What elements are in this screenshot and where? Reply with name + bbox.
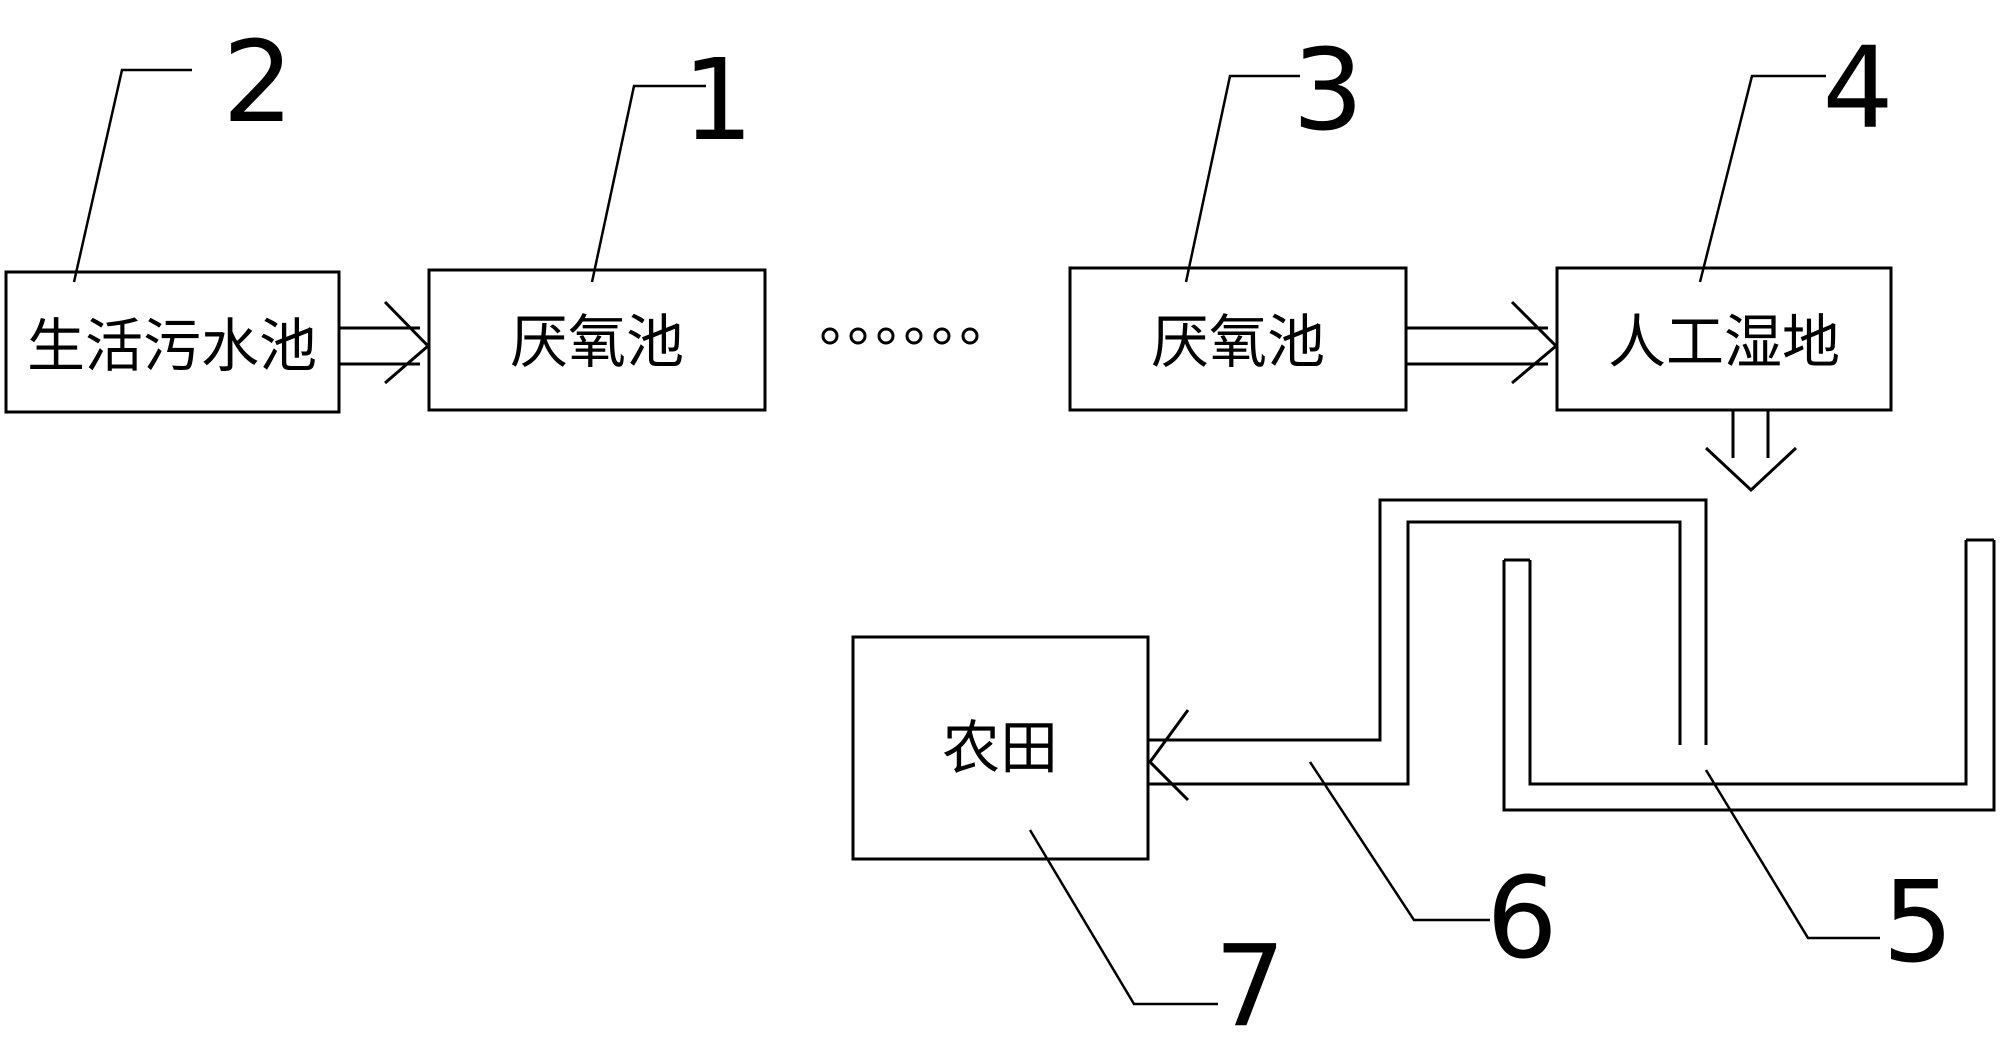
domestic-sewage-tank-label: 生活污水池 bbox=[27, 312, 317, 380]
storage-tank bbox=[1502, 538, 1996, 812]
callout-number-6: 6 bbox=[1486, 854, 1557, 984]
callout-number-2: 2 bbox=[222, 18, 293, 148]
anaerobic-tank-2-label: 厌氧池 bbox=[1151, 308, 1325, 376]
farmland-box: 农田 bbox=[851, 635, 1150, 861]
anaerobic-tank-1-box: 厌氧池 bbox=[427, 268, 767, 412]
callout-number-3: 3 bbox=[1292, 26, 1363, 156]
flow-arrow-anaerobic-to-wetland bbox=[1406, 300, 1559, 385]
domestic-sewage-tank-box: 生活污水池 bbox=[4, 270, 341, 414]
siphon-pipe bbox=[1148, 498, 1708, 802]
flow-arrow-sewage-to-anaerobic bbox=[339, 300, 431, 385]
ellipsis-dots bbox=[821, 327, 979, 345]
anaerobic-tank-2-box: 厌氧池 bbox=[1068, 266, 1408, 412]
callout-number-1: 1 bbox=[682, 36, 753, 166]
callout-leaders bbox=[72, 68, 1880, 1006]
callout-number-7: 7 bbox=[1214, 922, 1285, 1040]
farmland-label: 农田 bbox=[942, 714, 1058, 782]
flow-arrow-wetland-down bbox=[1704, 410, 1798, 493]
anaerobic-tank-1-label: 厌氧池 bbox=[510, 308, 684, 376]
constructed-wetland-label: 人工湿地 bbox=[1608, 308, 1840, 376]
callout-number-5: 5 bbox=[1882, 858, 1953, 988]
constructed-wetland-box: 人工湿地 bbox=[1555, 266, 1893, 412]
callout-number-4: 4 bbox=[1822, 24, 1893, 154]
